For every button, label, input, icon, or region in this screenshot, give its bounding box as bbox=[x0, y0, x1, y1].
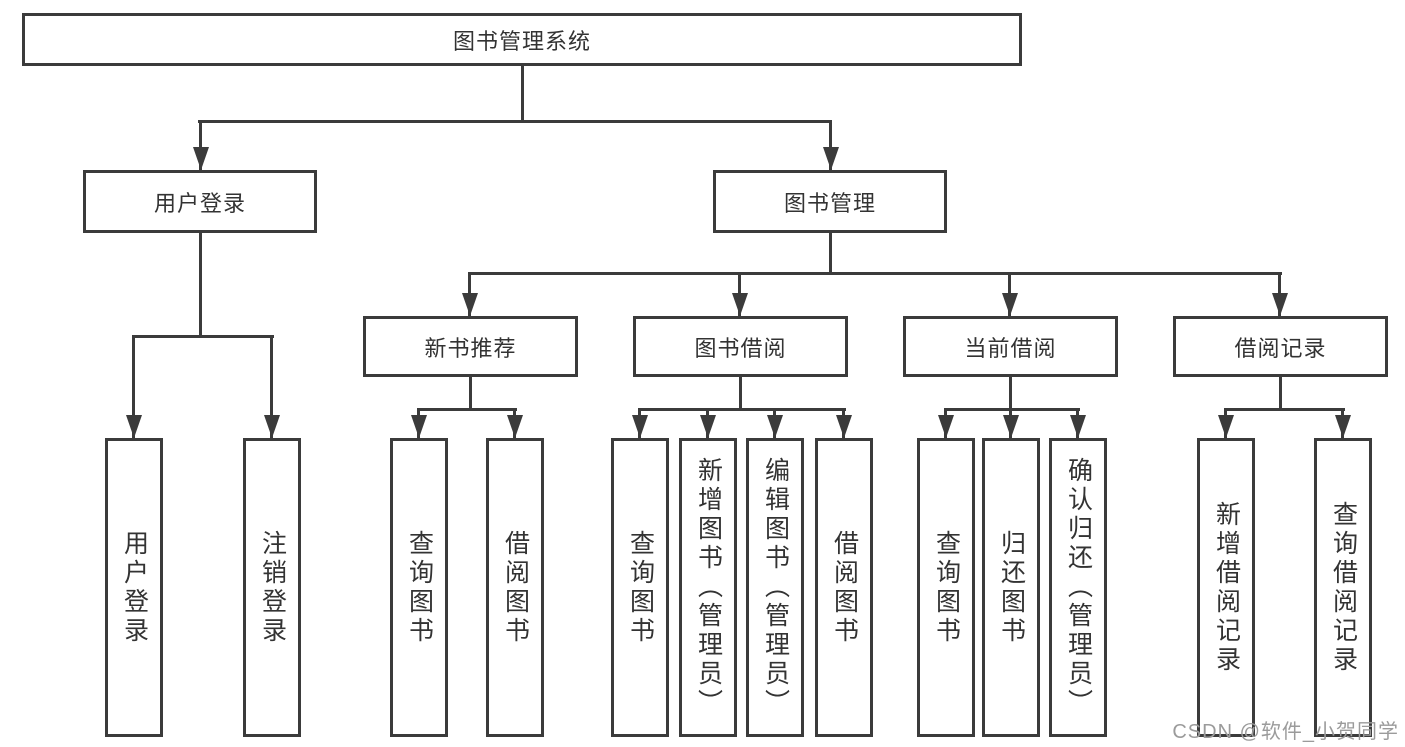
connector-root-stem bbox=[521, 66, 524, 120]
node-new-book-recommend: 新书推荐 bbox=[363, 316, 578, 377]
arrow-to-user-login bbox=[199, 120, 202, 170]
connector-book-management-bar bbox=[468, 272, 1282, 275]
arrow-to-edit-books bbox=[773, 408, 776, 438]
leaf-add-books-admin-label: 新增图书（管理员） bbox=[694, 457, 723, 718]
connector-new-book-bar bbox=[417, 408, 517, 411]
leaf-borrow-books-label: 借阅图书 bbox=[830, 529, 859, 646]
leaf-confirm-return-admin: 确认归还（管理员） bbox=[1049, 438, 1107, 737]
leaf-edit-books-admin-label: 编辑图书（管理员） bbox=[761, 457, 790, 718]
arrow-to-book-management bbox=[829, 120, 832, 170]
connector-book-borrowing-bar bbox=[638, 408, 846, 411]
connector-user-login-stem bbox=[199, 233, 202, 335]
connector-borrowing-records-bar bbox=[1224, 408, 1345, 411]
arrow-to-query-books-2 bbox=[638, 408, 641, 438]
connector-new-book-stem bbox=[469, 377, 472, 408]
leaf-query-books-borrowing: 查询图书 bbox=[611, 438, 669, 737]
arrow-to-current-borrowing bbox=[1008, 272, 1011, 316]
leaf-add-borrow-record: 新增借阅记录 bbox=[1197, 438, 1255, 737]
connector-root-bar bbox=[198, 120, 832, 123]
node-book-management: 图书管理 bbox=[713, 170, 947, 233]
connector-book-management-stem bbox=[829, 233, 832, 272]
leaf-query-books-current-label: 查询图书 bbox=[932, 529, 961, 646]
arrow-to-leaf-logout bbox=[270, 335, 273, 438]
node-current-borrowing: 当前借阅 bbox=[903, 316, 1118, 377]
arrow-to-add-books bbox=[706, 408, 709, 438]
arrow-to-leaf-user-login bbox=[132, 335, 135, 438]
arrow-to-confirm-return bbox=[1076, 408, 1079, 438]
leaf-return-books-label: 归还图书 bbox=[997, 529, 1026, 646]
leaf-logout-login: 注销登录 bbox=[243, 438, 301, 737]
arrow-to-borrow-books-1 bbox=[513, 408, 516, 438]
arrow-to-add-borrow-record bbox=[1224, 408, 1227, 438]
arrow-to-query-books-1 bbox=[417, 408, 420, 438]
leaf-borrow-books: 借阅图书 bbox=[815, 438, 873, 737]
node-book-borrowing: 图书借阅 bbox=[633, 316, 848, 377]
leaf-query-books-recommend: 查询图书 bbox=[390, 438, 448, 737]
leaf-user-login-label: 用户登录 bbox=[120, 529, 149, 646]
leaf-query-books-recommend-label: 查询图书 bbox=[405, 529, 434, 646]
connector-current-borrowing-bar bbox=[944, 408, 1080, 411]
connector-book-borrowing-stem bbox=[739, 377, 742, 408]
arrow-to-borrow-books-2 bbox=[842, 408, 845, 438]
arrow-to-borrowing-records bbox=[1278, 272, 1281, 316]
arrow-to-return-books bbox=[1009, 408, 1012, 438]
leaf-return-books: 归还图书 bbox=[982, 438, 1040, 737]
leaf-user-login: 用户登录 bbox=[105, 438, 163, 737]
leaf-add-borrow-record-label: 新增借阅记录 bbox=[1212, 500, 1241, 675]
connector-borrowing-records-stem bbox=[1279, 377, 1282, 408]
connector-user-login-bar bbox=[132, 335, 274, 338]
leaf-add-books-admin: 新增图书（管理员） bbox=[679, 438, 737, 737]
leaf-query-borrow-record-label: 查询借阅记录 bbox=[1329, 500, 1358, 675]
leaf-query-books-current: 查询图书 bbox=[917, 438, 975, 737]
arrow-to-query-borrow-record bbox=[1341, 408, 1344, 438]
connector-current-borrowing-stem bbox=[1009, 377, 1012, 408]
leaf-logout-login-label: 注销登录 bbox=[258, 529, 287, 646]
leaf-edit-books-admin: 编辑图书（管理员） bbox=[746, 438, 804, 737]
csdn-watermark: CSDN @软件_小贺同学 bbox=[1172, 721, 1399, 743]
node-user-login: 用户登录 bbox=[83, 170, 317, 233]
leaf-borrow-books-recommend-label: 借阅图书 bbox=[501, 529, 530, 646]
arrow-to-new-book-recommend bbox=[468, 272, 471, 316]
leaf-confirm-return-admin-label: 确认归还（管理员） bbox=[1064, 457, 1093, 718]
node-library-management-system: 图书管理系统 bbox=[22, 13, 1022, 66]
arrow-to-query-books-3 bbox=[944, 408, 947, 438]
leaf-query-books-borrowing-label: 查询图书 bbox=[626, 529, 655, 646]
arrow-to-book-borrowing bbox=[738, 272, 741, 316]
leaf-query-borrow-record: 查询借阅记录 bbox=[1314, 438, 1372, 737]
leaf-borrow-books-recommend: 借阅图书 bbox=[486, 438, 544, 737]
node-borrowing-records: 借阅记录 bbox=[1173, 316, 1388, 377]
